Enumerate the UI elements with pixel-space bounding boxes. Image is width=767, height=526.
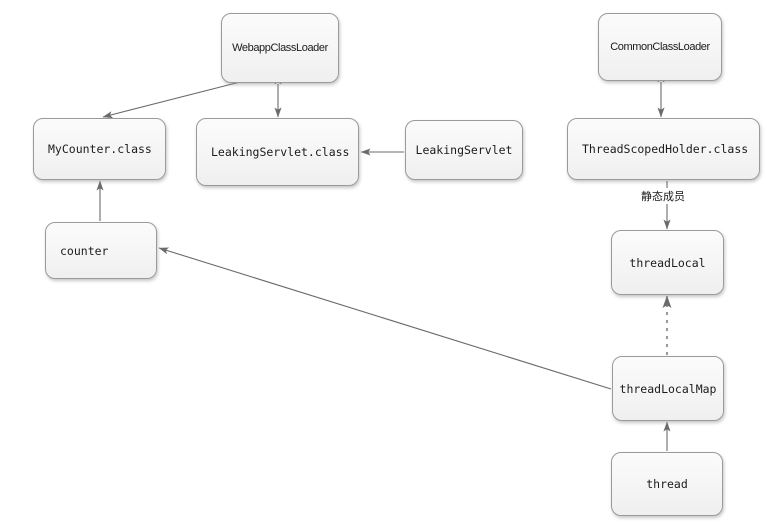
edge-webapp-to-mycounter (102, 81, 241, 119)
node-label: counter (60, 243, 109, 258)
node-label: threadLocalMap (619, 381, 717, 396)
node-counter[interactable]: counter (45, 222, 157, 279)
node-thread[interactable]: thread (611, 452, 723, 516)
node-webapp-classloader[interactable]: WebappClassLoader (221, 13, 339, 83)
node-label: WebappClassLoader (232, 42, 328, 54)
node-mycounter-class[interactable]: MyCounter.class (33, 118, 166, 180)
node-common-classloader[interactable]: CommonClassLoader (598, 13, 722, 81)
node-label: LeakingServlet.class (211, 145, 350, 159)
edge-label-static-member: 静态成员 (639, 188, 687, 204)
node-label: CommonClassLoader (610, 41, 710, 53)
node-label: LeakingServlet (415, 143, 513, 157)
node-leakingservlet[interactable]: LeakingServlet (405, 120, 523, 180)
node-label: MyCounter.class (48, 142, 152, 156)
node-leakingservlet-class[interactable]: LeakingServlet.class (196, 118, 359, 186)
node-label: thread (646, 477, 688, 491)
node-threadlocalmap[interactable]: threadLocalMap (612, 356, 724, 421)
node-label: ThreadScopedHolder.class (582, 142, 749, 156)
node-threadscopedholder-class[interactable]: ThreadScopedHolder.class (567, 118, 760, 180)
node-threadlocal[interactable]: threadLocal (611, 230, 724, 295)
node-label: threadLocal (629, 255, 706, 270)
edge-threadlocalmap-to-counter (158, 247, 612, 390)
